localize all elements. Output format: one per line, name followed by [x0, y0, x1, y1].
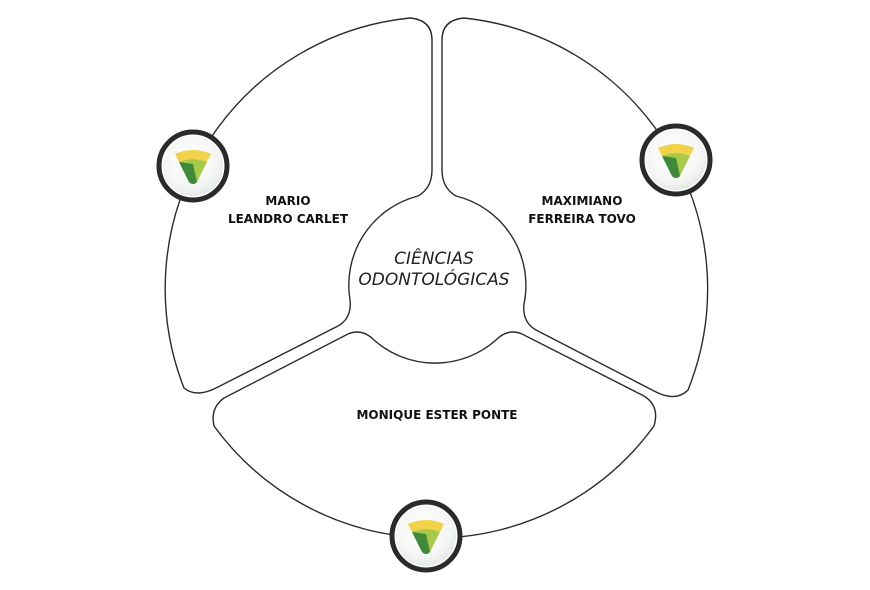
member-left-line2: LEANDRO CARLET: [228, 212, 349, 226]
segment-right: [441, 17, 709, 398]
member-bottom-line1: MONIQUE ESTER PONTE: [356, 408, 517, 422]
shield-logo-icon: [175, 150, 211, 184]
center-title-line2: ODONTOLÓGICAS: [358, 268, 509, 290]
member-left-label: MARIO LEANDRO CARLET: [228, 194, 349, 226]
shield-logo-icon: [408, 520, 444, 554]
member-bottom-label: MONIQUE ESTER PONTE: [356, 408, 517, 422]
badge-left: [156, 129, 230, 203]
badge-bottom: [389, 499, 463, 573]
badge-right: [639, 123, 713, 197]
segment-bottom: [212, 331, 657, 539]
member-right-label: MAXIMIANO FERREIRA TOVO: [528, 194, 636, 226]
center-hub: CIÊNCIAS ODONTOLÓGICAS: [358, 247, 509, 290]
member-right-line1: MAXIMIANO: [542, 194, 623, 208]
center-title-line1: CIÊNCIAS: [394, 247, 474, 269]
member-left-line1: MARIO: [265, 194, 310, 208]
shield-logo-icon: [658, 144, 694, 178]
segment-left: [164, 17, 433, 394]
segments: [164, 17, 709, 539]
member-right-line2: FERREIRA TOVO: [528, 212, 636, 226]
